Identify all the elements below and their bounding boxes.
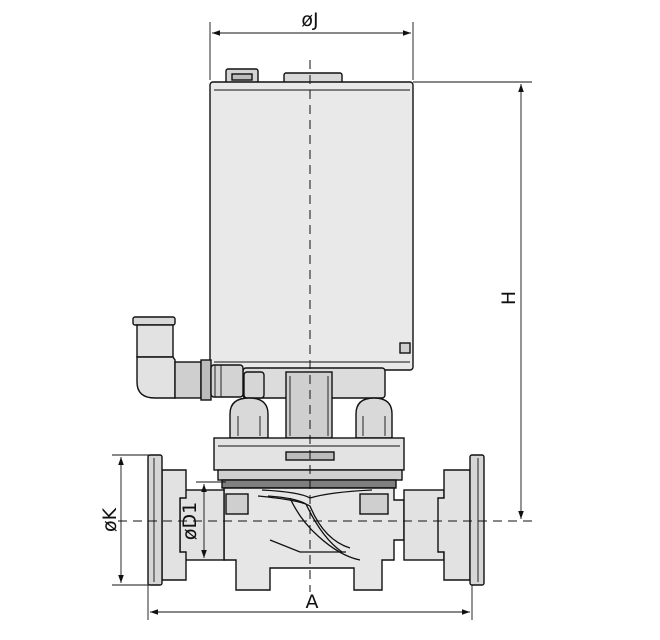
dimension-j-label: øJ: [301, 9, 318, 31]
dimension-h-label: H: [498, 291, 520, 305]
yoke: [242, 367, 386, 439]
air-fitting: [132, 316, 244, 401]
dimension-k: øK: [99, 454, 150, 586]
right-clamp-end: [403, 454, 485, 586]
dimension-d1: øD1: [179, 481, 226, 561]
valve-body: [223, 487, 405, 591]
dimension-a-label: A: [306, 591, 319, 613]
dimension-a: A: [147, 585, 473, 620]
dimension-j: øJ: [209, 9, 414, 80]
actuator-housing: [209, 68, 414, 371]
dimension-h: H: [413, 81, 532, 519]
dimension-k-label: øK: [99, 507, 121, 532]
bolt-right: [355, 397, 393, 439]
bolt-left: [229, 397, 269, 439]
bonnet-flange: [213, 437, 405, 489]
dimension-d1-label: øD1: [179, 502, 201, 540]
